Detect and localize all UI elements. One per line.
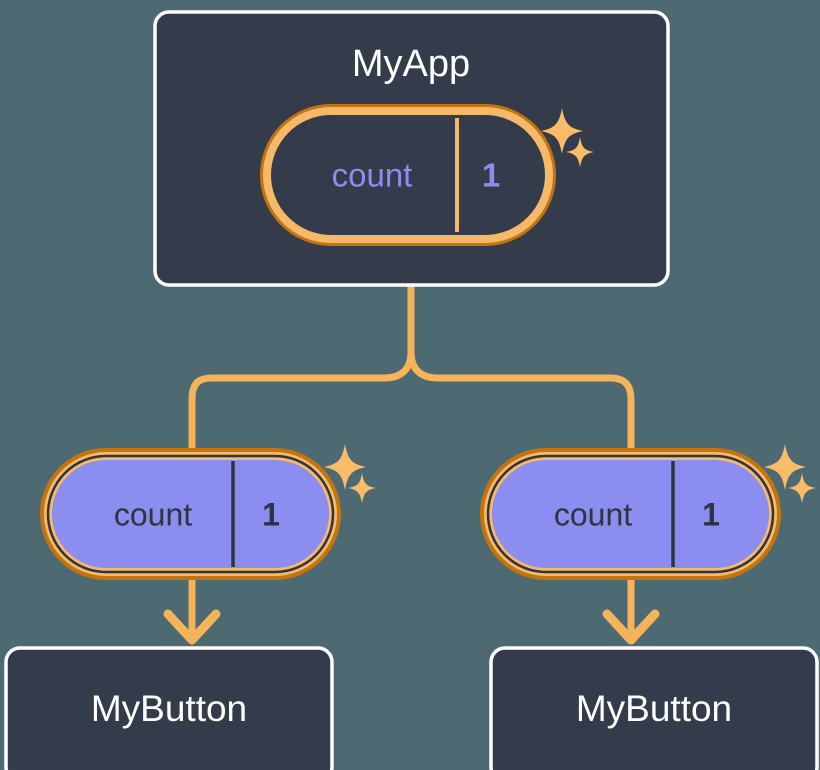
sparkle-four-point-small-icon-right (788, 473, 816, 503)
root-card-title: MyApp (352, 43, 470, 85)
left-state-value: 1 (262, 496, 280, 532)
root-state-value: 1 (482, 157, 500, 194)
left-button-background (4, 646, 334, 770)
right-button-title: MyButton (576, 688, 732, 729)
root-component-card[interactable]: MyApp count 1 (153, 10, 670, 287)
root-state-pill[interactable]: count 1 (260, 104, 556, 246)
connector-group (188, 285, 635, 466)
root-state-key: count (332, 157, 413, 194)
connector-to-left-branch (188, 348, 415, 466)
right-pill-inner-outline (486, 454, 775, 574)
left-pill-inner-outline (46, 454, 335, 574)
right-button-background (489, 646, 819, 770)
right-button-card[interactable]: MyButton (489, 646, 819, 770)
sparkle-four-point-icon-right (764, 444, 806, 490)
left-button-card[interactable]: MyButton (4, 646, 334, 770)
root-pill-ring-inner (263, 107, 553, 243)
sparkle-four-point-small-icon-root (566, 137, 594, 167)
sparkle-four-point-icon-left (324, 444, 366, 490)
right-state-key: count (554, 496, 632, 532)
left-state-key: count (114, 496, 192, 532)
connector-to-right-branch (407, 348, 635, 466)
left-branch-state-pill[interactable]: count 1 (40, 444, 376, 580)
left-button-title: MyButton (91, 688, 247, 729)
right-state-value: 1 (702, 496, 720, 532)
right-branch-state-pill[interactable]: count 1 (480, 444, 816, 580)
sparkle-four-point-icon-root (541, 108, 583, 154)
sparkle-four-point-small-icon-left (348, 473, 376, 503)
